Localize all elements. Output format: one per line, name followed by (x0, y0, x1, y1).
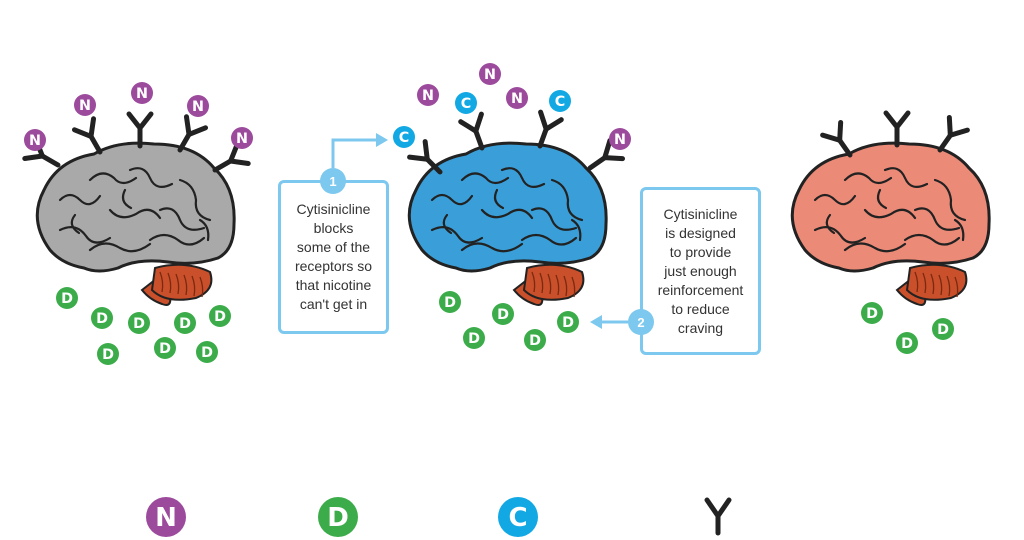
nicotine-badge: N (417, 84, 439, 106)
nicotine-badge: N (146, 497, 186, 537)
nicotine-badge: N (131, 82, 153, 104)
dopamine-badge-label: D (497, 307, 509, 323)
brain-cytisinicline (407, 141, 608, 306)
dopamine-badge: D (932, 318, 954, 340)
nicotine-badge: N (74, 94, 96, 116)
callout-2-line: is designed (665, 224, 736, 241)
receptor-icon (820, 119, 853, 158)
nicotine-badge: N (479, 63, 501, 85)
callout-2-line: to reduce (671, 300, 730, 317)
dopamine-badge: D (56, 287, 78, 309)
dopamine-badge: D (128, 312, 150, 334)
dopamine-badge: D (463, 327, 485, 349)
dopamine-badge-label: D (866, 306, 878, 322)
dopamine-badge: D (209, 305, 231, 327)
nicotine-badge: N (187, 95, 209, 117)
callout-1-line: can't get in (299, 296, 368, 312)
dopamine-badge-label: D (61, 291, 73, 307)
nicotine-badge-label: N (484, 67, 496, 83)
dopamine-badge-label: D (159, 341, 171, 357)
dopamine-badge-label: D (179, 316, 191, 332)
dopamine-badge: D (318, 497, 358, 537)
arrow-head-icon (376, 133, 388, 147)
cytisinicline-badge: C (549, 90, 571, 112)
callout-2-line: to provide (669, 243, 732, 260)
cytisinicline-badge-label: C (555, 94, 566, 110)
dopamine-badge: D (174, 312, 196, 334)
receptor-icon (458, 111, 485, 151)
nicotine-badge-label: N (511, 91, 523, 107)
step-1-marker: 1 (320, 168, 346, 194)
nicotine-badge-label: N (614, 132, 626, 148)
receptor-icon (537, 109, 564, 149)
nicotine-badge: N (506, 87, 528, 109)
dopamine-badge-label: D (214, 309, 226, 325)
brain-nicotine (35, 141, 236, 306)
dopamine-badge-label: D (201, 345, 213, 361)
cytisinicline-badge-label: C (461, 96, 472, 112)
legend-receptor-icon (704, 497, 732, 536)
dopamine-badge-label: D (327, 503, 349, 533)
callout-1-line: Cytisinicline (296, 201, 371, 217)
nicotine-badge-label: N (236, 131, 248, 147)
dopamine-badge: D (896, 332, 918, 354)
cytisinicline-badge-label: C (508, 503, 527, 533)
cytisinicline-badge: C (498, 497, 538, 537)
callout-1-line: some of the (296, 239, 371, 255)
callout-2-line: Cytisinicline (663, 205, 738, 222)
dopamine-badge: D (524, 329, 546, 351)
receptor-icon (883, 110, 911, 148)
dopamine-badge-label: D (901, 336, 913, 352)
callout-1-line: receptors so (294, 258, 373, 274)
callout-2-line: craving (677, 319, 724, 336)
nicotine-badge: N (609, 128, 631, 150)
nicotine-badge-label: N (136, 86, 148, 102)
cytisinicline-badge: C (455, 92, 477, 114)
dopamine-badge-label: D (468, 331, 480, 347)
dopamine-badge-label: D (937, 322, 949, 338)
dopamine-badge: D (492, 303, 514, 325)
cytisinicline-badge-label: C (399, 130, 410, 146)
step-2-marker: 2 (628, 309, 654, 335)
dopamine-badge: D (557, 311, 579, 333)
nicotine-badge-label: N (79, 98, 91, 114)
dopamine-badge: D (91, 307, 113, 329)
callout-2-line: reinforcement (657, 281, 744, 298)
nicotine-badge-label: N (192, 99, 204, 115)
dopamine-badge-label: D (562, 315, 574, 331)
receptor-icon (71, 116, 103, 155)
dopamine-badge: D (439, 291, 461, 313)
dopamine-badge: D (196, 341, 218, 363)
dopamine-badge-label: D (444, 295, 456, 311)
callout-box-2: Cytisinicline is designed to provide jus… (640, 187, 761, 355)
dopamine-badge-label: D (133, 316, 145, 332)
callout-box-1: Cytisinicline blocks some of the recepto… (278, 180, 389, 334)
receptor-icon (177, 114, 209, 153)
callout-1-line: blocks (313, 220, 354, 236)
receptor-icon (587, 138, 626, 171)
nicotine-badge-label: N (29, 133, 41, 149)
receptor-icon (126, 111, 154, 149)
callout-2-line: just enough (664, 262, 737, 279)
callout-1-arrow (331, 138, 378, 168)
receptor-icon (937, 114, 970, 153)
nicotine-badge-label: N (155, 503, 177, 533)
dopamine-badge-label: D (529, 333, 541, 349)
cytisinicline-badge: C (393, 126, 415, 148)
nicotine-badge: N (231, 127, 253, 149)
nicotine-badge: N (24, 129, 46, 151)
dopamine-badge: D (861, 302, 883, 324)
dopamine-badge: D (97, 343, 119, 365)
dopamine-badge-label: D (96, 311, 108, 327)
dopamine-badge-label: D (102, 347, 114, 363)
callout-1-line: that nicotine (295, 277, 372, 293)
nicotine-badge-label: N (422, 88, 434, 104)
dopamine-badge: D (154, 337, 176, 359)
arrow-head-icon (590, 315, 602, 329)
brain-baseline (790, 141, 991, 306)
receptor-icon (407, 139, 443, 175)
legend (704, 497, 732, 536)
